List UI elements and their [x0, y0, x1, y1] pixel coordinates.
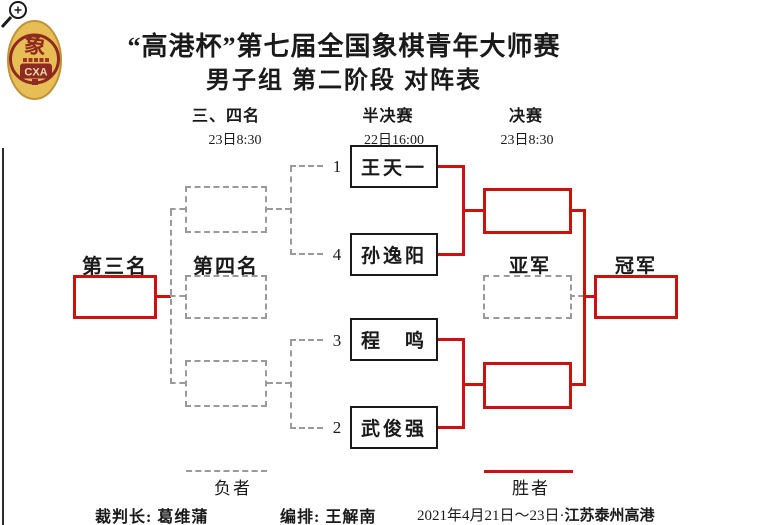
legend-winner-line — [484, 470, 573, 473]
xiangqi-association-logo: 象 CXA — [7, 20, 62, 100]
legend-loser-line — [186, 470, 267, 472]
footer-editor: 编排: 王解南 — [280, 509, 377, 525]
dashed-sf2-seed3-stub — [290, 339, 323, 341]
time-final: 23日8:30 — [500, 133, 554, 148]
footer-separator: · — [559, 508, 565, 524]
dashed-stub-top-box — [170, 208, 185, 210]
player-box-sun-yiyang: 孙逸阳 — [350, 233, 438, 276]
player-name: 程 鸣 — [360, 331, 427, 352]
player-name: 王天一 — [360, 158, 427, 179]
dashed-sf1-vertical — [290, 166, 292, 255]
dashed-vertical-left — [170, 210, 172, 384]
player-name: 孙逸阳 — [360, 246, 427, 267]
dashed-sf1-seed1-stub — [290, 165, 323, 167]
seed-number-2: 2 — [332, 418, 342, 437]
column-header-final: 决赛 — [508, 108, 544, 125]
runner-up-box — [483, 275, 572, 319]
player-box-cheng-ming: 程 鸣 — [350, 318, 438, 361]
player-box-wu-junqiang: 武俊强 — [350, 406, 438, 449]
page-title: “高港杯”第七届全国象棋青年大师赛 — [127, 32, 561, 61]
connector-final-feed — [586, 295, 594, 298]
connector-sf2-feed — [465, 383, 483, 386]
seed-number-3: 3 — [332, 331, 342, 350]
magnifier-cursor-icon — [0, 1, 27, 29]
footer-date: 2021年4月21日～23日 — [417, 508, 560, 524]
champion-box — [594, 275, 678, 319]
dashed-sf1-loser-feed — [267, 208, 291, 210]
footer-date-place: 2021年4月21日～23日·江苏泰州高港 — [417, 504, 655, 525]
winner-box-semifinal-1 — [483, 188, 572, 234]
seed-number-4: 4 — [332, 245, 342, 264]
legend-loser-label: 负者 — [214, 479, 252, 498]
time-semifinal: 22日16:00 — [364, 133, 424, 148]
logo-org-text: CXA — [24, 67, 47, 79]
seed-number-1: 1 — [332, 157, 342, 176]
loser-box-bottom — [185, 360, 267, 407]
column-header-third-fourth: 三、四名 — [191, 108, 261, 125]
dashed-stub-bottom-box — [170, 382, 185, 384]
legend-winner-label: 胜者 — [512, 479, 550, 498]
label-runner-up: 亚军 — [508, 256, 552, 277]
label-champion: 冠军 — [614, 256, 658, 277]
connector-final-bottom — [572, 383, 586, 386]
connector-sf2-vertical — [462, 338, 465, 429]
dashed-sf2-seed2-stub — [290, 427, 323, 429]
connector-final-top — [572, 209, 586, 212]
third-place-box — [73, 275, 157, 319]
fourth-place-box — [185, 275, 267, 319]
winner-box-semifinal-2 — [483, 362, 572, 409]
connector-sf1-feed — [465, 209, 483, 212]
connector-sf2-bottom — [438, 426, 464, 429]
label-third-place: 第三名 — [82, 256, 148, 278]
page-subtitle: 男子组 第二阶段 对阵表 — [206, 68, 482, 94]
loser-box-top — [185, 186, 267, 233]
column-header-semifinal: 半决赛 — [362, 108, 414, 125]
connector-final-vertical — [583, 209, 586, 386]
connector-sf1-vertical — [462, 165, 465, 256]
connector-third-place-feed — [157, 295, 171, 298]
connector-runner-up-stub — [570, 295, 583, 297]
connector-sf1-top — [438, 165, 464, 168]
time-third-fourth: 23日8:30 — [208, 133, 262, 148]
dashed-sf1-seed4-stub — [290, 253, 323, 255]
player-box-wang-tianyi: 王天一 — [350, 145, 438, 188]
logo-small-text-blocks — [23, 58, 49, 62]
player-name: 武俊强 — [360, 419, 427, 440]
connector-sf2-top — [438, 338, 464, 341]
footer-place: 江苏泰州高港 — [564, 508, 655, 524]
dashed-sf2-loser-feed — [267, 382, 291, 384]
label-fourth-place: 第四名 — [193, 256, 259, 278]
page-edge-line — [2, 148, 4, 525]
dashed-stub-mid-box — [170, 295, 185, 297]
logo-emblem-char: 象 — [22, 32, 47, 60]
footer-referee: 裁判长: 葛维蒲 — [95, 509, 209, 525]
connector-sf1-bottom — [438, 253, 464, 256]
dashed-sf2-vertical — [290, 340, 292, 429]
